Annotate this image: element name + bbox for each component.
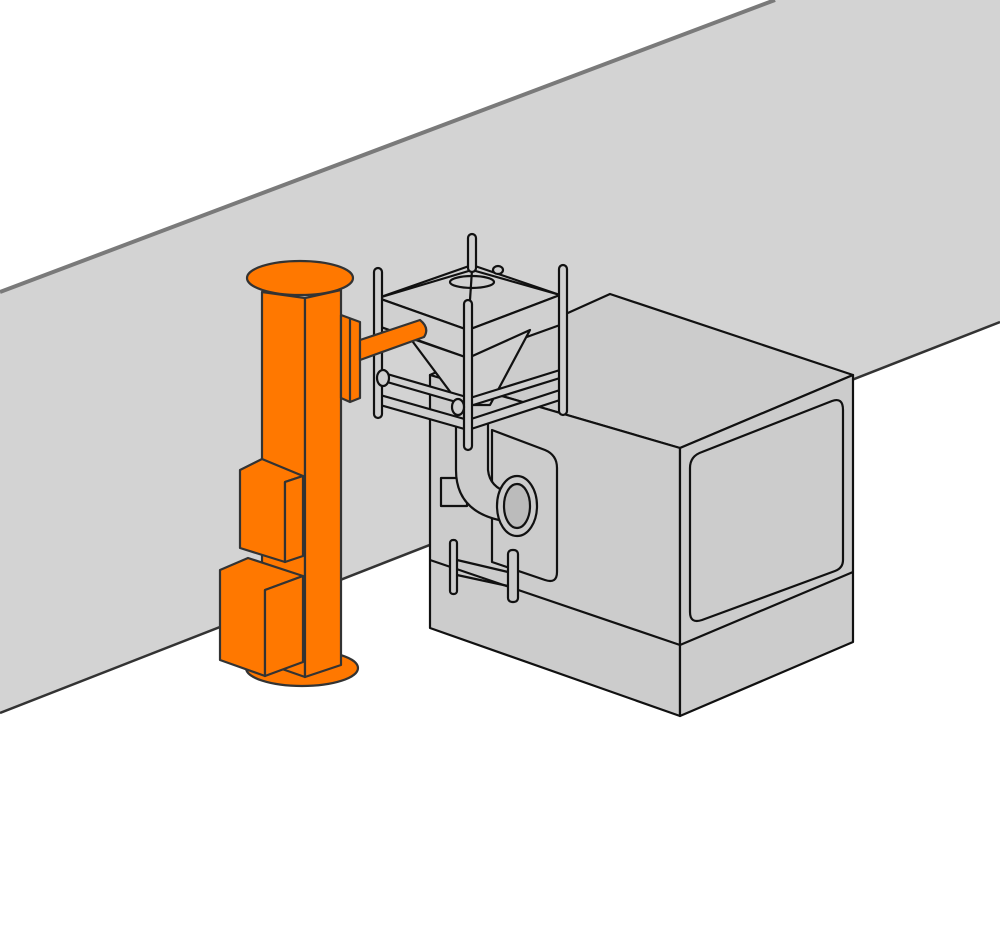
side-panel [688,398,845,623]
column-side [303,288,343,679]
column-top [245,259,355,297]
orange-column [218,259,428,688]
frame-post [466,232,478,274]
valve-post [506,548,520,604]
machine-cabinet [428,292,855,718]
frame-post [557,263,569,417]
frame-post [462,298,474,452]
arm-pipe [358,318,428,362]
